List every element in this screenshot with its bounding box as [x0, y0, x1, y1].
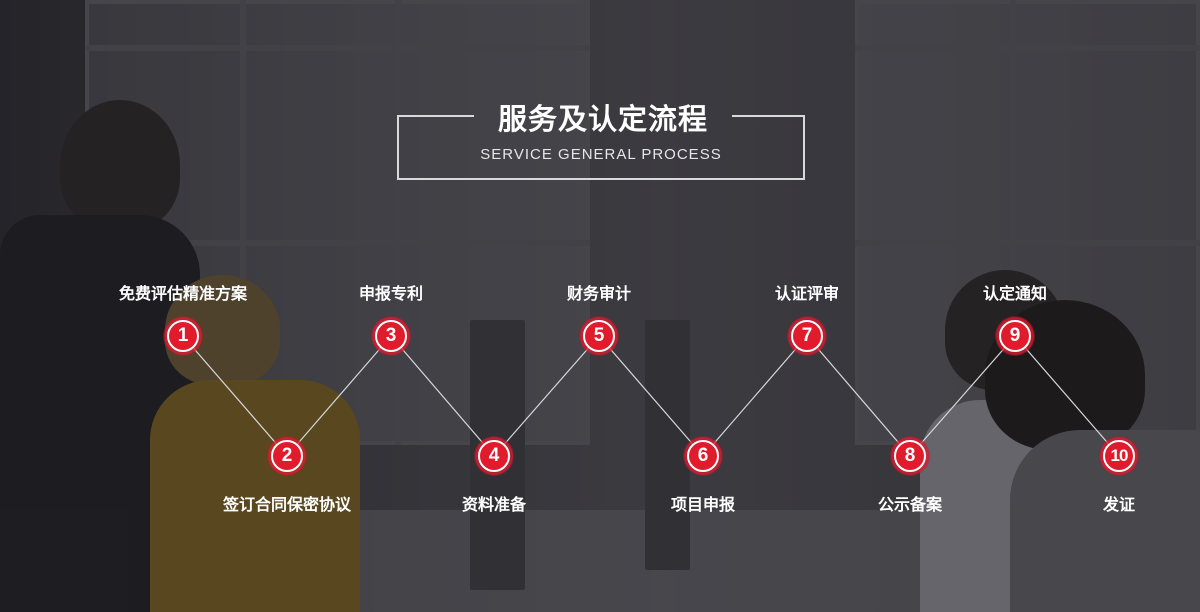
- step-5-label: 财务审计: [566, 284, 632, 303]
- step-7-label: 认证评审: [774, 284, 840, 303]
- step-6-number: 6: [687, 440, 719, 472]
- step-3-badge: 3: [371, 316, 411, 356]
- connector-line-9: [1014, 335, 1120, 457]
- step-9-label: 认定通知: [982, 284, 1048, 303]
- step-5-number: 5: [583, 320, 615, 352]
- step-6-label: 项目申报: [670, 495, 736, 514]
- step-7-number: 7: [791, 320, 823, 352]
- step-10-number: 10: [1103, 440, 1135, 472]
- step-4-number: 4: [478, 440, 510, 472]
- page-subtitle: SERVICE GENERAL PROCESS: [480, 146, 722, 163]
- step-9-number: 9: [999, 320, 1031, 352]
- connector-line-2: [286, 335, 392, 457]
- connector-line-6: [702, 335, 808, 457]
- step-1-number: 1: [167, 320, 199, 352]
- step-1-badge: 1: [163, 316, 203, 356]
- connector-line-3: [390, 335, 495, 457]
- step-5-badge: 5: [579, 316, 619, 356]
- step-8-badge: 8: [890, 436, 930, 476]
- step-9-badge: 9: [995, 316, 1035, 356]
- step-6-badge: 6: [683, 436, 723, 476]
- step-2-number: 2: [271, 440, 303, 472]
- connector-line-8: [909, 335, 1016, 457]
- background-monitor: [645, 320, 690, 570]
- step-4-badge: 4: [474, 436, 514, 476]
- step-8-label: 公示备案: [877, 495, 943, 514]
- step-10-label: 发证: [1102, 495, 1136, 514]
- step-7-badge: 7: [787, 316, 827, 356]
- window-frame: [1010, 0, 1016, 445]
- step-4-label: 资料准备: [461, 495, 527, 514]
- window-frame: [855, 45, 1200, 51]
- window-frame: [855, 240, 1200, 246]
- connector-line-7: [806, 335, 911, 457]
- connector-line-1: [182, 335, 288, 457]
- window-frame: [240, 0, 246, 445]
- step-3-number: 3: [375, 320, 407, 352]
- window-frame: [85, 45, 590, 51]
- connector-line-4: [493, 335, 600, 457]
- step-8-number: 8: [894, 440, 926, 472]
- title-frame-line: [732, 115, 805, 117]
- window-frame: [85, 240, 590, 246]
- page-title: 服务及认定流程: [497, 102, 708, 136]
- step-1-label: 免费评估精准方案: [118, 284, 248, 303]
- background-person-head: [60, 100, 180, 230]
- title-frame-line: [397, 115, 474, 117]
- step-3-label: 申报专利: [358, 284, 424, 303]
- connector-line-5: [598, 335, 704, 457]
- title-frame: [397, 115, 805, 180]
- step-2-badge: 2: [267, 436, 307, 476]
- step-10-badge: 10: [1099, 436, 1139, 476]
- step-2-label: 签订合同保密协议: [222, 495, 352, 514]
- window-frame: [395, 0, 401, 445]
